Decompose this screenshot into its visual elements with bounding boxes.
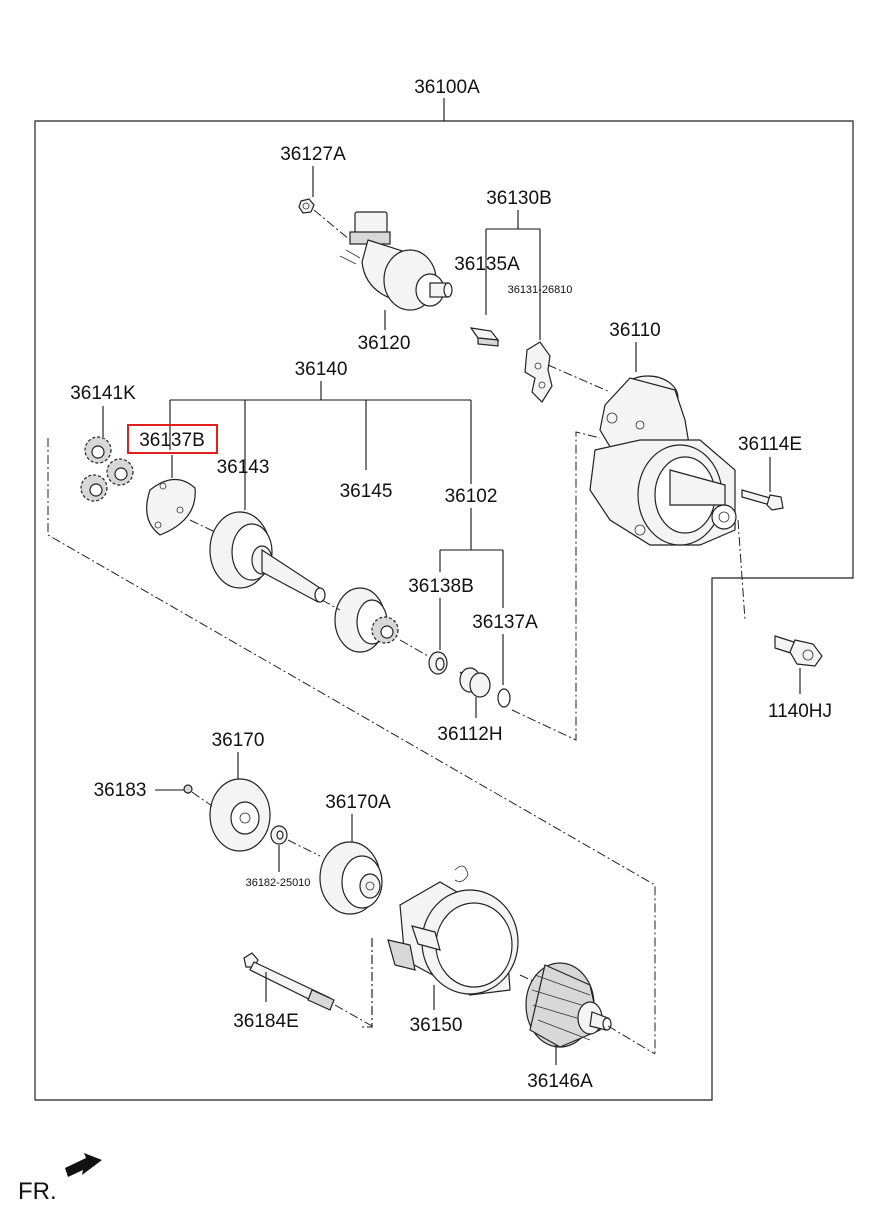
label-36110[interactable]: 36110	[609, 320, 660, 341]
label-fr: FR.	[18, 1178, 57, 1205]
yoke-36150[interactable]	[387, 865, 519, 996]
pinion-36145[interactable]	[334, 587, 399, 653]
label-36184E[interactable]: 36184E	[233, 1011, 299, 1032]
label-36150[interactable]: 36150	[410, 1015, 463, 1036]
label-36102[interactable]: 36102	[445, 486, 498, 507]
ring-36138B[interactable]	[428, 651, 448, 675]
washer-36182-25010[interactable]	[270, 825, 288, 845]
axis-dash	[287, 839, 321, 857]
axis-dash	[607, 1025, 656, 1055]
leader-dash-36150	[360, 938, 373, 1028]
label-36120[interactable]: 36120	[358, 333, 411, 354]
assembly-frame	[34, 120, 854, 1101]
axis-dash-right	[511, 431, 601, 741]
bracket-36102	[439, 508, 504, 608]
label-36146A[interactable]: 36146A	[527, 1071, 593, 1092]
axis-dash-main	[47, 438, 656, 1054]
bolt-36114E[interactable]	[741, 489, 784, 511]
axis-dash	[399, 639, 429, 657]
clip-36131-26810[interactable]	[524, 341, 553, 403]
bolt-1140HJ[interactable]	[774, 635, 823, 667]
label-36183[interactable]: 36183	[94, 780, 147, 801]
part-36135A[interactable]	[469, 327, 500, 347]
nut-36127A[interactable]	[298, 198, 315, 214]
label-36137B[interactable]: 36137B	[139, 430, 205, 451]
label-36141K[interactable]: 36141K	[70, 383, 136, 404]
label-36114E[interactable]: 36114E	[738, 434, 802, 455]
housing-36110[interactable]	[589, 375, 737, 546]
label-36170A[interactable]: 36170A	[325, 792, 391, 813]
gears-36141K[interactable]	[80, 436, 134, 502]
plate-36137B[interactable]	[146, 478, 196, 536]
label-36137A[interactable]: 36137A	[472, 612, 538, 633]
endplate-36170[interactable]	[209, 778, 271, 852]
label-36130B[interactable]: 36130B	[486, 188, 552, 209]
label-36182-25010[interactable]: 36182-25010	[246, 877, 311, 889]
label-36143[interactable]: 36143	[217, 457, 270, 478]
label-36170[interactable]: 36170	[212, 730, 265, 751]
snapring-36137A[interactable]	[497, 688, 511, 708]
label-36131-26810[interactable]: 36131-26810	[508, 284, 573, 296]
shaft-36143[interactable]	[209, 511, 326, 603]
axis-dash	[313, 209, 351, 241]
bolt-36184E[interactable]	[243, 952, 335, 1011]
label-36135A[interactable]: 36135A	[454, 254, 520, 275]
axis-dash	[334, 1004, 373, 1027]
bush-36112H[interactable]	[459, 667, 491, 698]
label-36112H[interactable]: 36112H	[437, 724, 502, 745]
screw-36183[interactable]	[183, 784, 193, 794]
label-1140HJ[interactable]: 1140HJ	[768, 701, 832, 722]
label-36138B[interactable]: 36138B	[408, 576, 474, 597]
axis-dash	[737, 519, 746, 621]
armature-36146A[interactable]	[525, 962, 612, 1048]
bracket-36140	[169, 381, 472, 510]
axis-dash	[547, 364, 611, 393]
label-36140[interactable]: 36140	[295, 359, 348, 380]
highlight-box-36137B	[127, 424, 218, 454]
front-direction-arrow-icon	[65, 1153, 102, 1177]
label-36145[interactable]: 36145	[340, 481, 393, 502]
axis-dash	[189, 519, 216, 533]
label-36100A[interactable]: 36100A	[414, 77, 480, 98]
bracket-36130B	[485, 210, 541, 340]
axis-dash	[191, 791, 213, 807]
brushholder-36170A[interactable]	[319, 841, 383, 915]
label-36127A[interactable]: 36127A	[280, 144, 346, 165]
solenoid-36120[interactable]	[339, 211, 453, 311]
axis-dash	[519, 974, 536, 983]
axis-dash	[321, 599, 341, 611]
